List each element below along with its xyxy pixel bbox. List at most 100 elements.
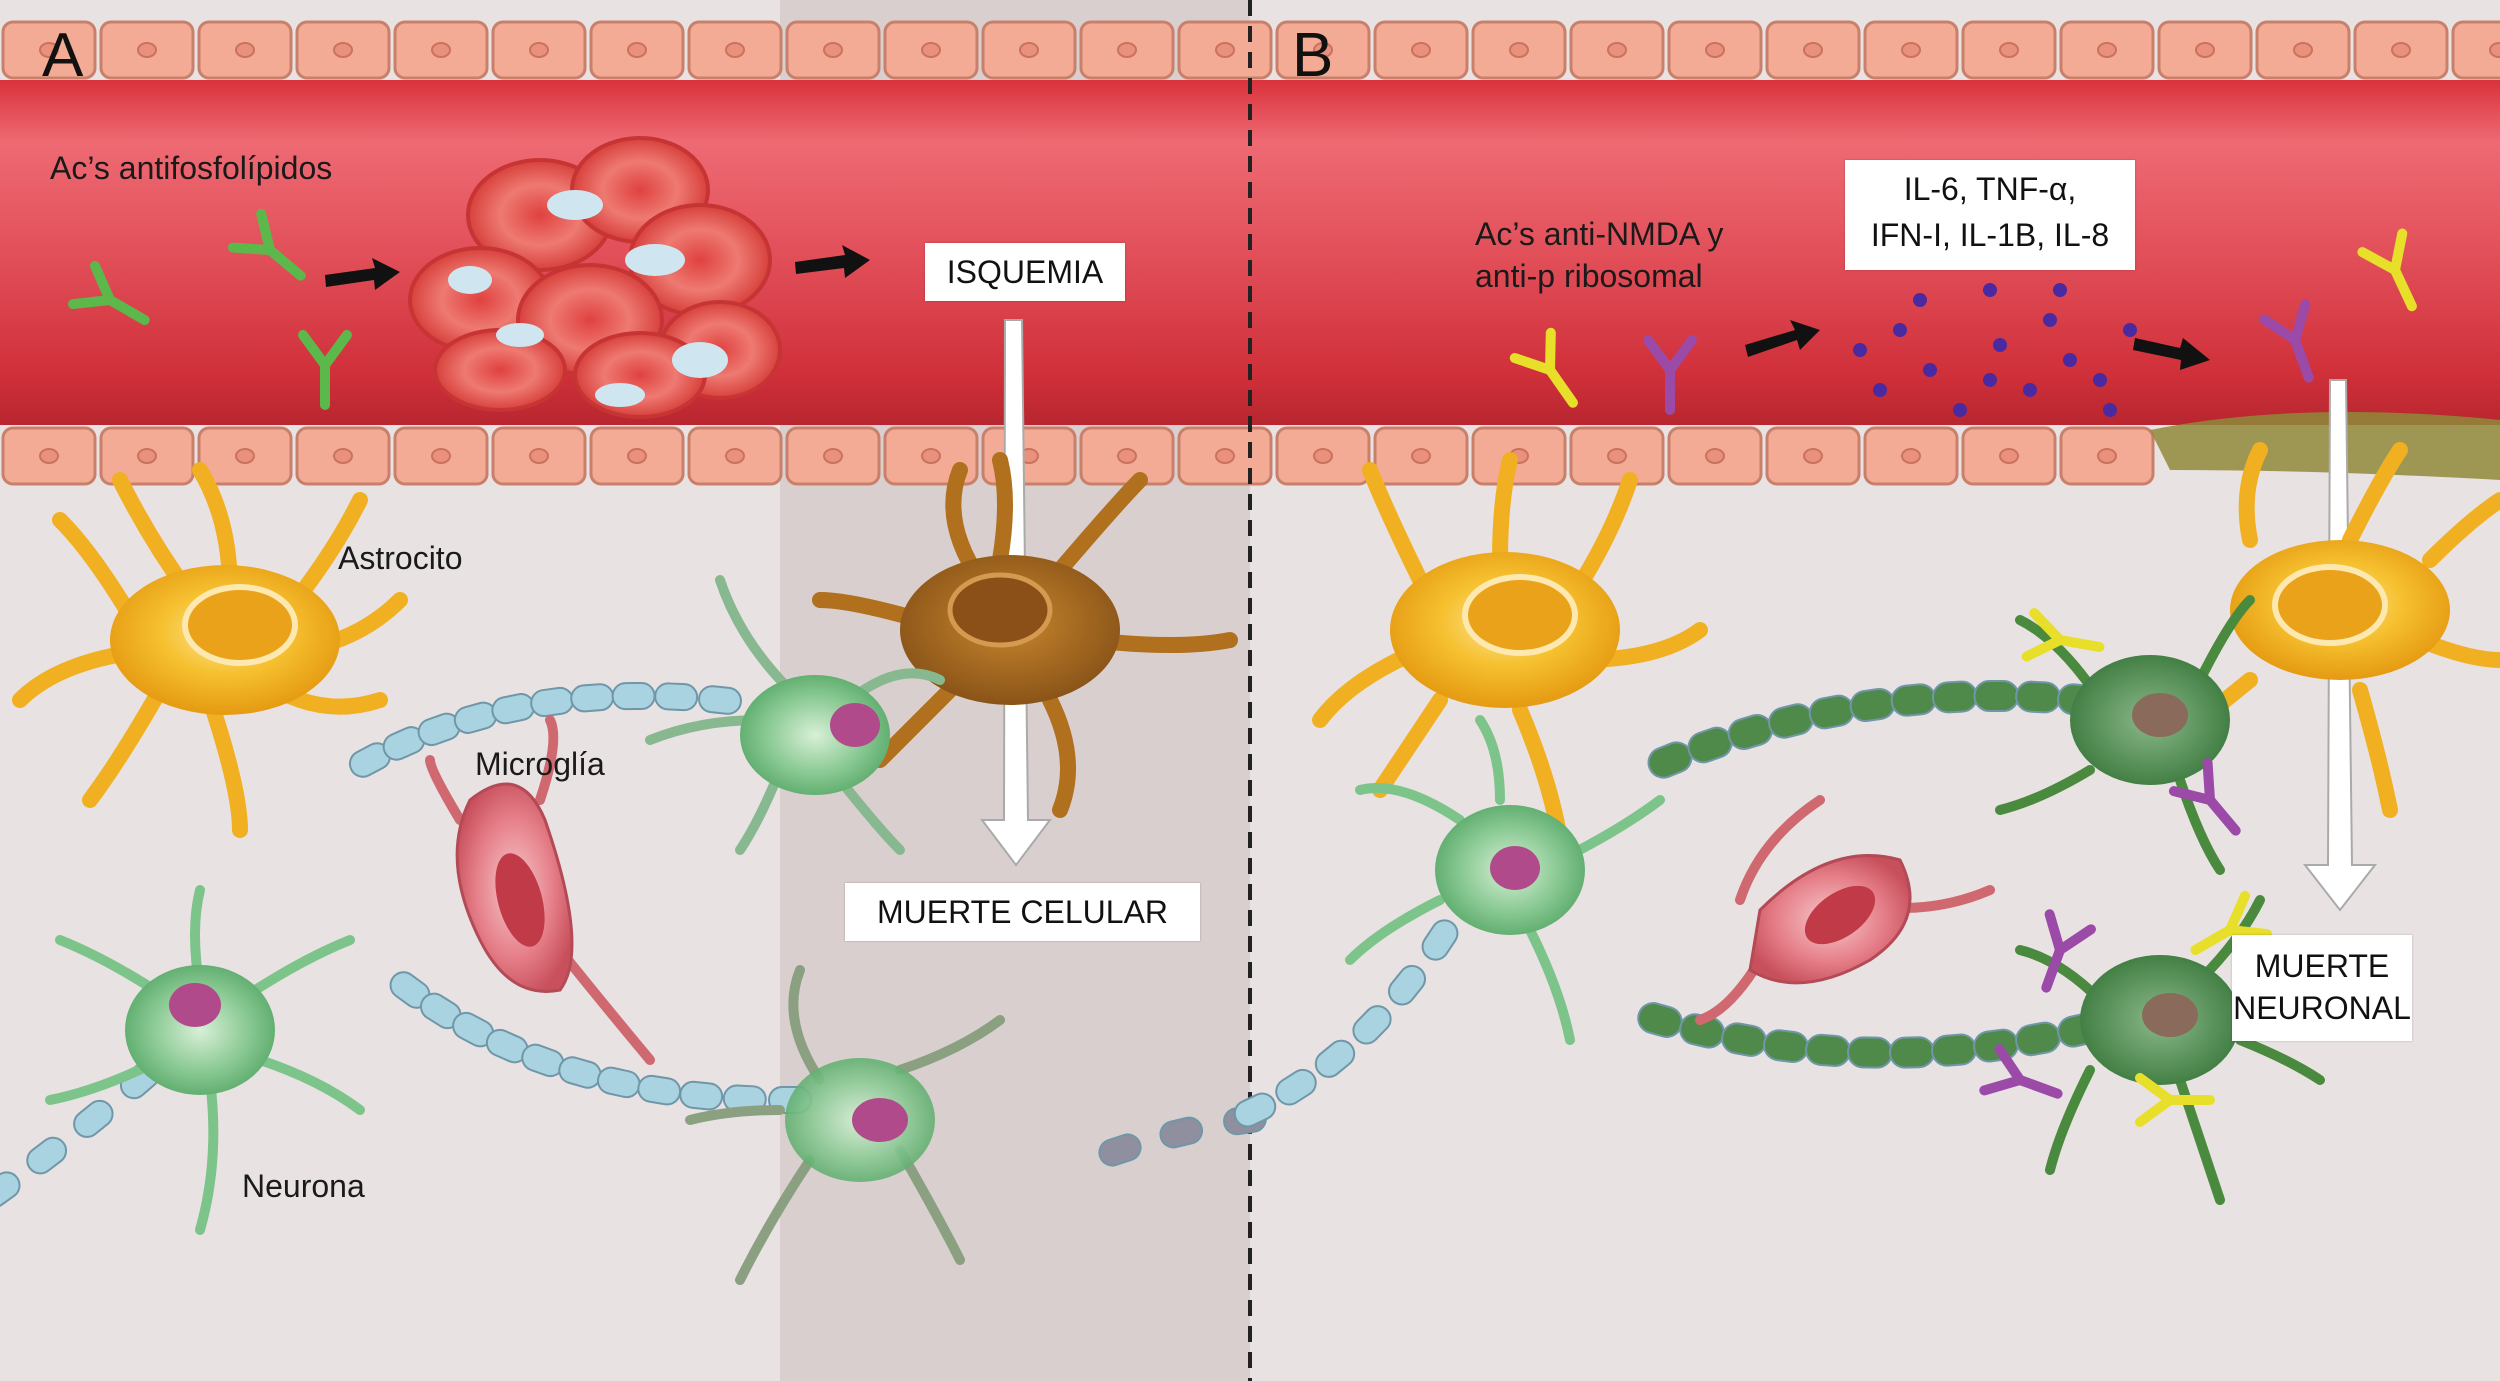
endothelial-cell [1765,426,1861,486]
endothelial-cell [785,20,881,80]
cytokine-dot [1873,383,1887,397]
cell-death-box: MUERTE CELULAR [845,883,1200,941]
cytokine-dot [1983,373,1997,387]
cytokines [1853,283,2137,417]
neuron-label: Neurona [242,1168,365,1204]
endothelial-cell [197,20,293,80]
endothelial-cell [393,426,489,486]
anti-nmda-label: Ac’s anti-NMDA y anti-p ribosomal [1475,213,1723,297]
myelin-segment [1387,964,1427,1006]
myelin-segment [1352,1005,1392,1045]
neuron-a-left [45,885,365,1235]
cytokine-dot [2093,373,2107,387]
endothelial-cell [295,20,391,80]
myelin-sheaths-b [1233,919,1459,1128]
endothelial-cell [1079,20,1175,80]
myelin-segment [1314,1039,1356,1078]
myelin-segment [1931,680,1978,714]
endothelial-cell [1569,426,1665,486]
myelin-segment [1847,1036,1893,1069]
endothelial-cell [1569,20,1665,80]
myelin-segment [698,685,742,715]
arrow-b2 [2133,338,2210,370]
endothelial-cell [883,20,979,80]
endothelial-cell [1177,426,1273,486]
endothelial-cell [2255,20,2351,80]
anti-nmda-label-line2: anti-p ribosomal [1475,258,1703,294]
astrocyte-label: Astrocito [338,540,463,576]
endothelial-cell [295,426,391,486]
endothelial-cell [1863,20,1959,80]
cytokines-line2: IFN-I, IL-1B, IL-8 [1870,217,2110,253]
endothelial-cell [2451,20,2500,80]
myelin-segment [1098,1133,1142,1167]
cytokine-dot [1983,283,1997,297]
myelin-segment [1421,919,1459,961]
endothelial-cell [1079,426,1175,486]
myelin-segment [611,681,656,711]
cytokine-dot [1923,363,1937,377]
myelin-segment [1275,1068,1317,1106]
myelin-segment [1889,1036,1935,1069]
myelin-segment [1890,683,1937,717]
endothelial-cell [687,20,783,80]
endothelial-cell [491,426,587,486]
cytokine-dot [1993,338,2007,352]
endothelial-cell [491,20,587,80]
myelin-segment [1159,1116,1204,1149]
astrocyte-b-left [1312,452,1708,848]
endothelial-cell [1,426,97,486]
myelin-segment [1973,680,2020,712]
damaged-barrier [2150,412,2500,480]
endothelial-cell [393,20,489,80]
cytokines-box: IL-6, TNF-α, IFN-I, IL-1B, IL-8 [1845,160,2135,270]
myelin-segment [2015,680,2062,714]
cytokine-dot [2123,323,2137,337]
cytokine-dot [1953,403,1967,417]
endothelial-cell [1373,426,1469,486]
endothelial-cell [687,426,783,486]
neuron-b-upper-damaged [1995,595,2255,875]
arrow-a2 [795,245,870,278]
endothelial-cell [1471,426,1567,486]
cytokine-dot [1913,293,1927,307]
rbc-clot [408,136,782,419]
astrocyte-a [12,462,408,838]
cytokine-dot [1893,323,1907,337]
cytokine-dot [2103,403,2117,417]
antiphospholipid-label: Ac’s antifosfolípidos [50,150,333,186]
endothelial-cell [2157,20,2253,80]
panel-label-a: A [42,21,84,90]
neuronal-death-box: MUERTE NEURONAL [2232,935,2412,1041]
damaged-myelin [1637,680,2103,1069]
myelin-segment [679,1080,724,1111]
endothelial-cell [1863,426,1959,486]
myelin-segment [1805,1033,1851,1067]
microglia-label: Microglía [475,746,605,782]
myelin-segment [570,683,615,713]
microglia-b [1695,795,1995,1025]
neuron-b-left [1345,715,1665,1045]
endothelial-cell [1177,20,1273,80]
cytokine-dot [2063,353,2077,367]
endothelial-cell [1373,20,1469,80]
endothelial-cell [1667,20,1763,80]
arrow-a1 [325,258,400,290]
endothelial-cell [1667,426,1763,486]
neuron-a-bottom [685,965,1005,1285]
myelin-segment [73,1099,114,1138]
endothelial-cell [2059,20,2155,80]
endothelial-cell [981,20,1077,80]
endothelial-cell [1471,20,1567,80]
cytokine-dot [2053,283,2067,297]
cytokine-dot [2043,313,2057,327]
myelin-segment [1233,1092,1277,1128]
cytokines-line1: IL-6, TNF-α, [1903,171,2077,207]
endothelial-cell [785,426,881,486]
endothelial-cell [1765,20,1861,80]
ischemia-box: ISQUEMIA [925,243,1125,301]
neuronal-death-line1: MUERTE [2254,948,2390,984]
endothelial-cell [1275,426,1371,486]
myelin-segment [654,682,699,712]
